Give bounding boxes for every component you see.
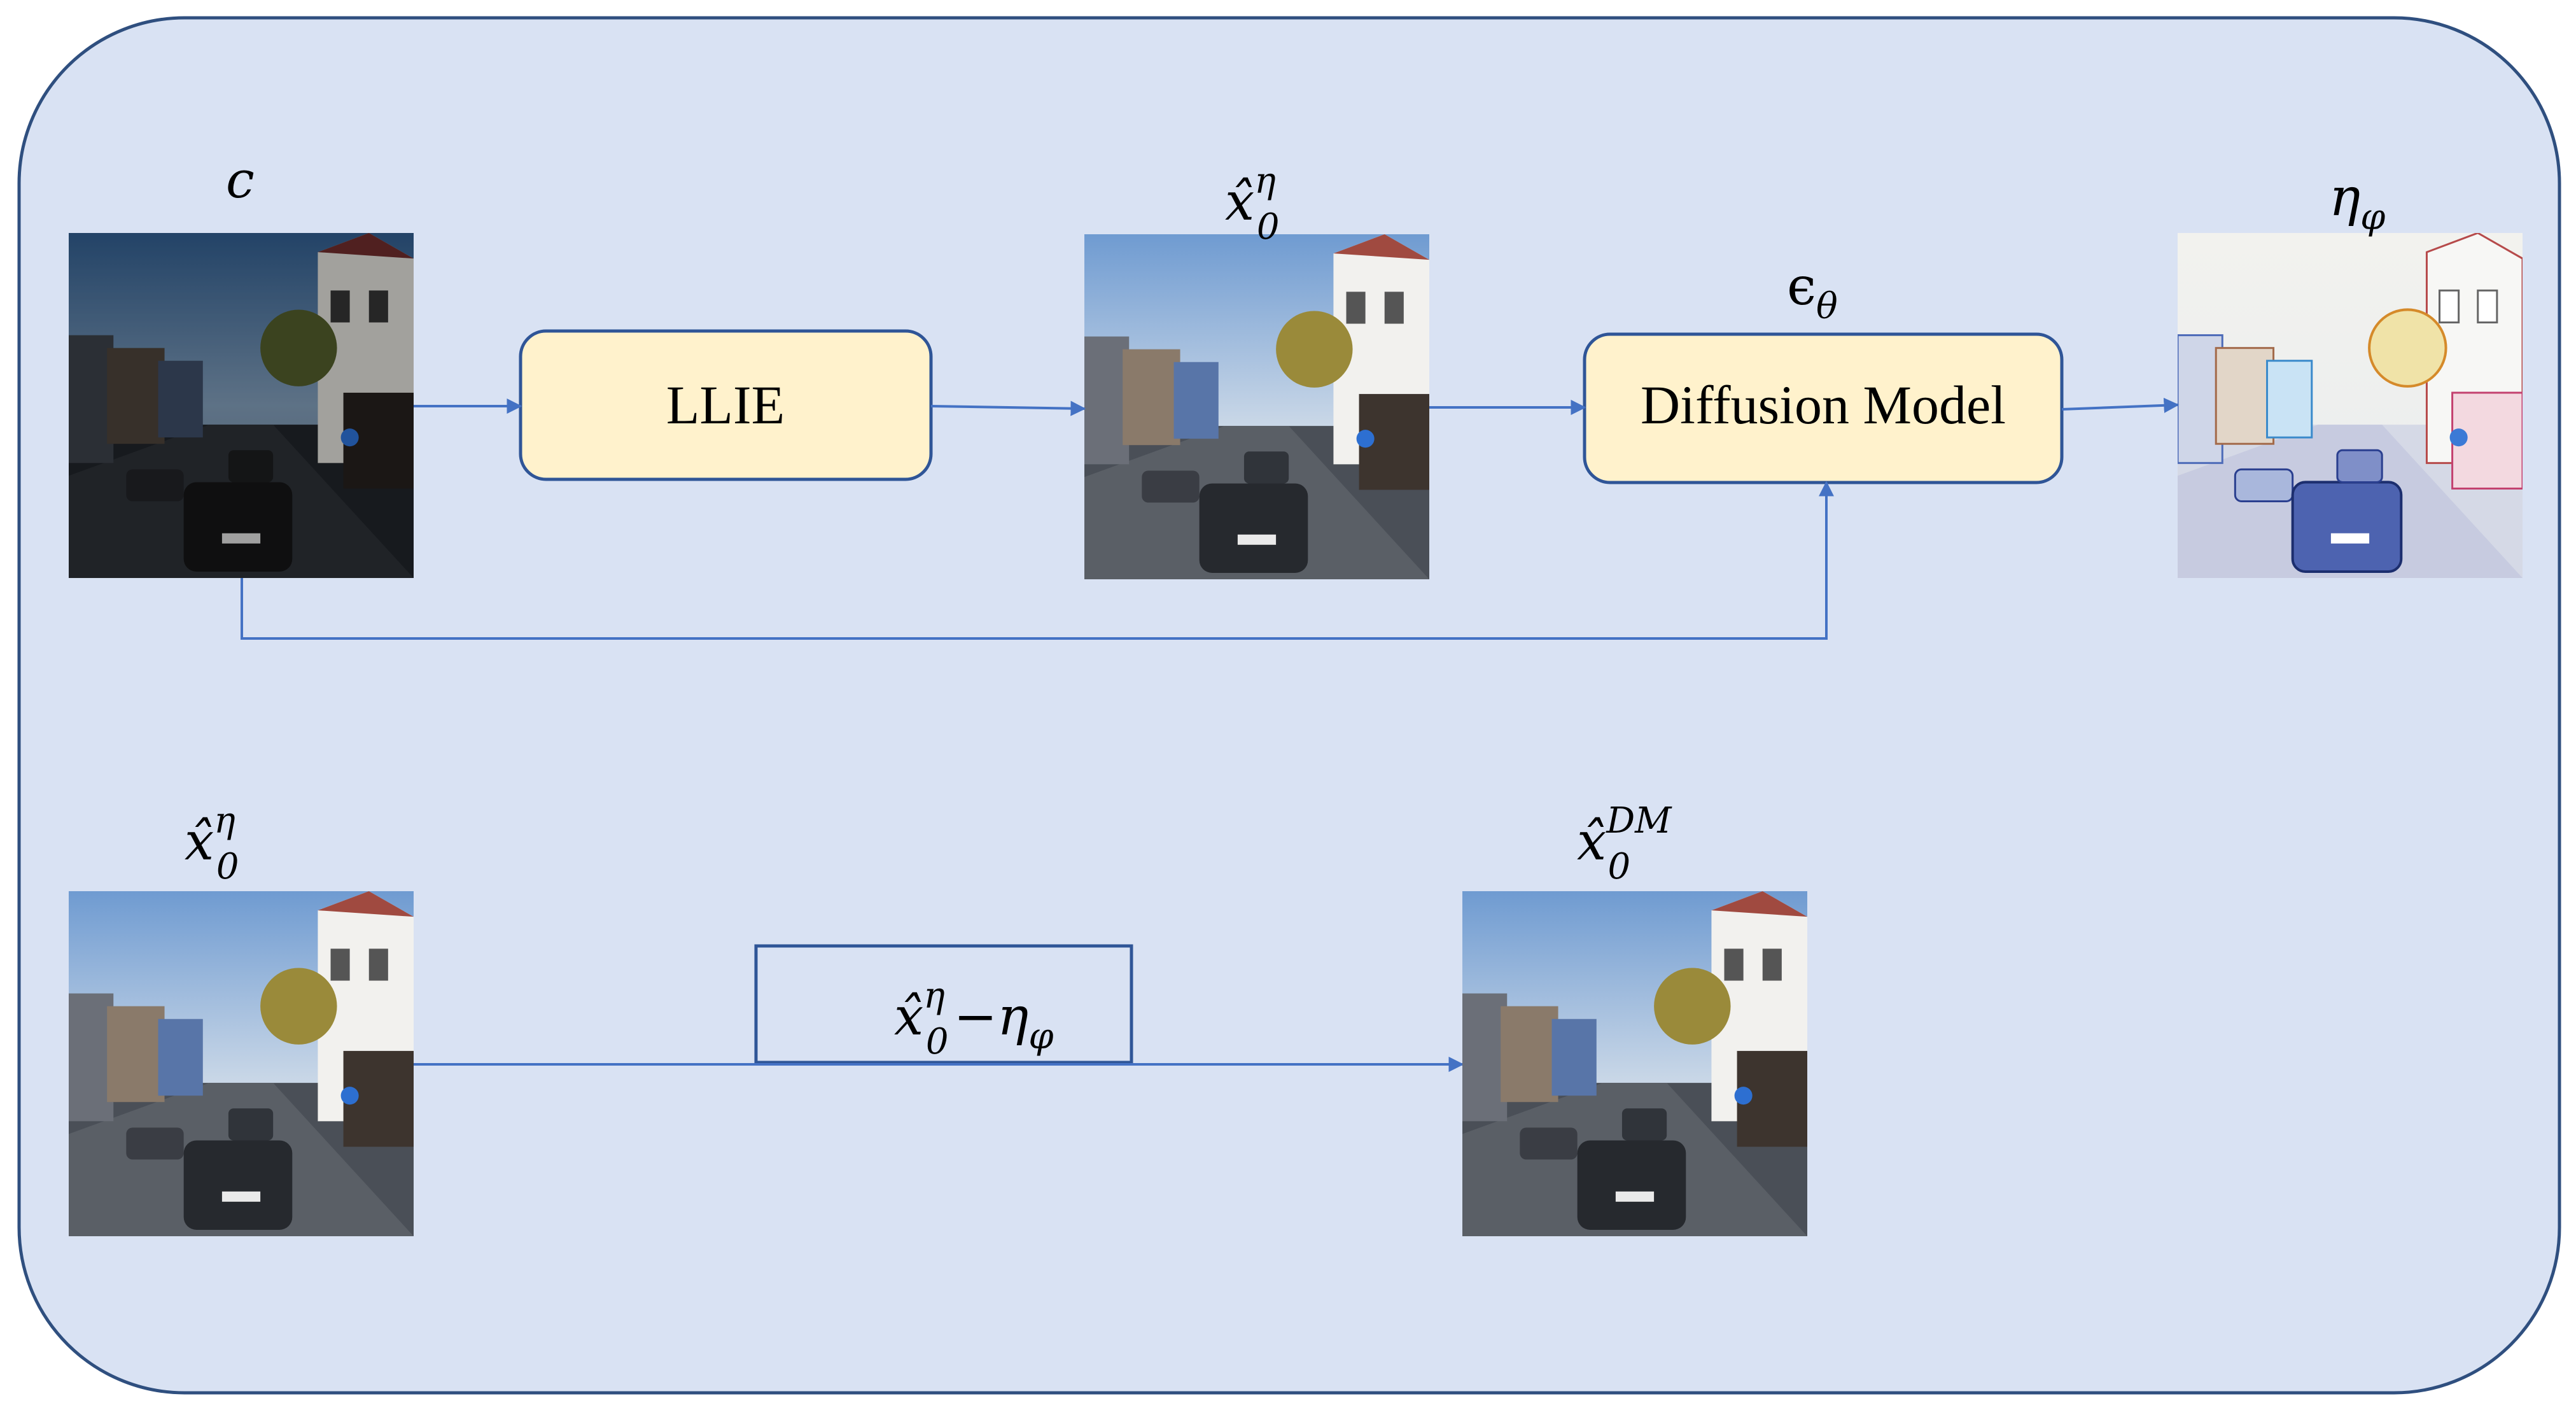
- image-dm-output: [1462, 891, 1807, 1236]
- arrow-diffusion-to-eta: [2061, 397, 2180, 413]
- image-bottom-input: [69, 891, 414, 1236]
- diffusion-model-node: Diffusion Model: [1583, 332, 2064, 484]
- diffusion-model-label: Diffusion Model: [1641, 374, 2006, 435]
- image-llie-output: [1084, 234, 1429, 579]
- image-input-c: [69, 233, 414, 578]
- arrow-llie-to-x0: [930, 400, 1086, 416]
- llie-node: LLIE: [519, 329, 933, 481]
- image-noise-output: [2178, 233, 2523, 578]
- label-c: c: [226, 150, 255, 209]
- arrow-c-to-diffusion-condition: [241, 481, 1834, 640]
- llie-label: LLIE: [666, 374, 785, 435]
- label-epsilon-theta: ϵθ: [1787, 257, 1838, 327]
- label-eta-phi: ηφ: [2329, 167, 2385, 238]
